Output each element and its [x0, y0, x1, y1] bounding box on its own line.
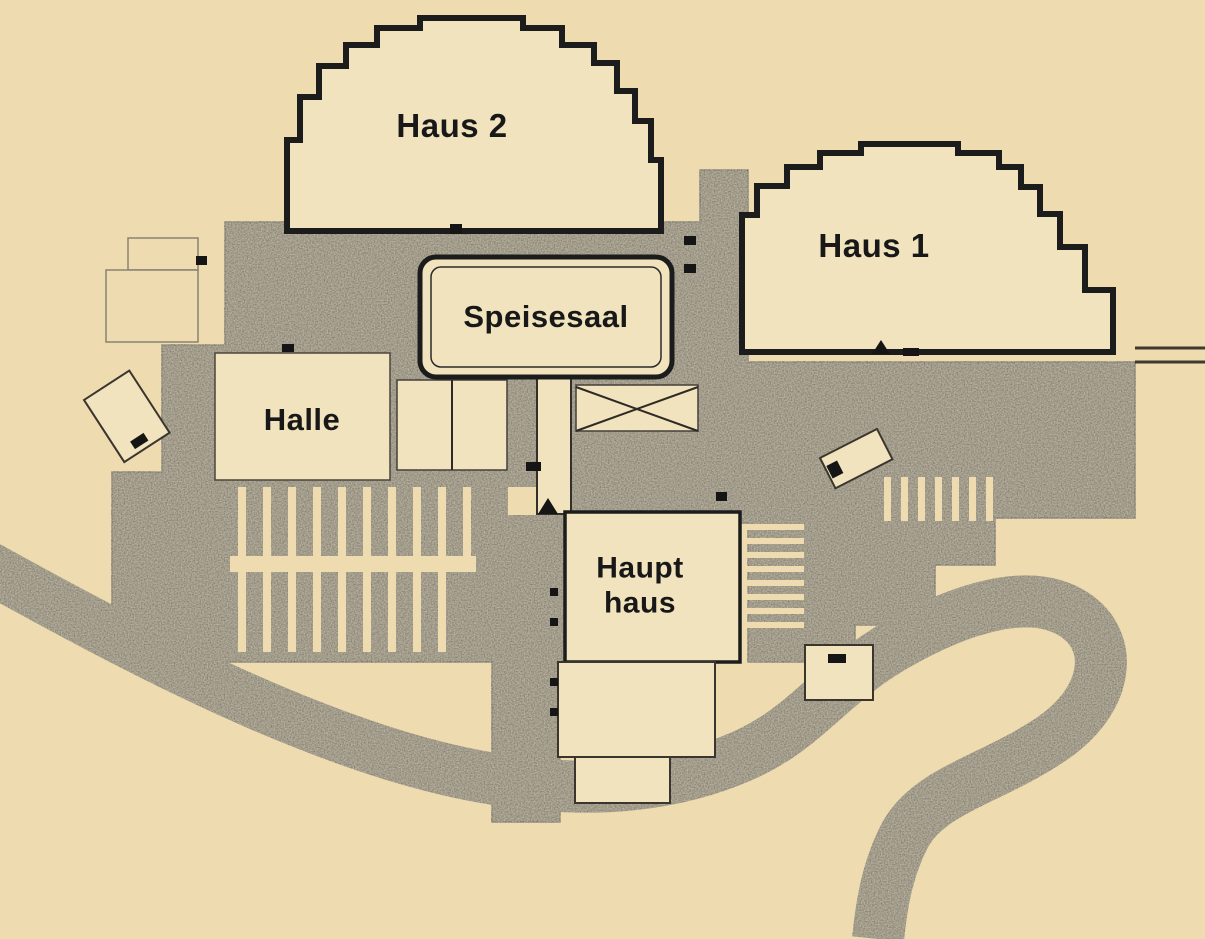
- annex-door-mark-2: [826, 460, 844, 479]
- label-halle: Halle: [263, 402, 341, 438]
- stairs-east-of-haupthaus: [746, 524, 804, 628]
- slanted-annex-west: [82, 369, 171, 464]
- buildings: [214, 15, 1116, 804]
- terrain-group: [0, 169, 1136, 939]
- terrain-area: [111, 169, 1136, 823]
- interior-wings: [82, 369, 894, 701]
- label-haus-1: Haus 1: [818, 227, 930, 265]
- label-haus-2: Haus 2: [396, 107, 508, 145]
- parking-row-bottom: [238, 572, 446, 652]
- faint-annex-outlines: [105, 237, 199, 343]
- parking-stripes: [230, 487, 476, 652]
- crossed-wing-braces: [575, 386, 699, 432]
- small-annex-south: [804, 644, 874, 701]
- building-haus-1: [739, 141, 1116, 355]
- label-haupthaus-line1: Haupt: [596, 551, 684, 585]
- label-speisesaal: Speisesaal: [463, 299, 629, 335]
- building-haus-2: [284, 15, 664, 234]
- access-road: [0, 544, 1127, 939]
- annex-door-mark: [130, 432, 149, 450]
- building-speisesaal: [417, 254, 675, 380]
- building-halle: [214, 352, 391, 481]
- stairs-right-block: [884, 477, 993, 521]
- boundary-lines-right: [1135, 346, 1205, 364]
- slanted-annex-east: [818, 427, 894, 490]
- label-haupthaus-line2: haus: [603, 586, 677, 619]
- label-haupthaus: Haupt haus: [560, 552, 720, 621]
- building-haupthaus: [557, 510, 742, 804]
- door-marks: [196, 224, 919, 716]
- central-corridor: [536, 375, 572, 515]
- haupthaus-lower-wing: [557, 661, 716, 758]
- haupthaus-lower-step: [574, 756, 671, 804]
- parking-row-top: [238, 487, 471, 556]
